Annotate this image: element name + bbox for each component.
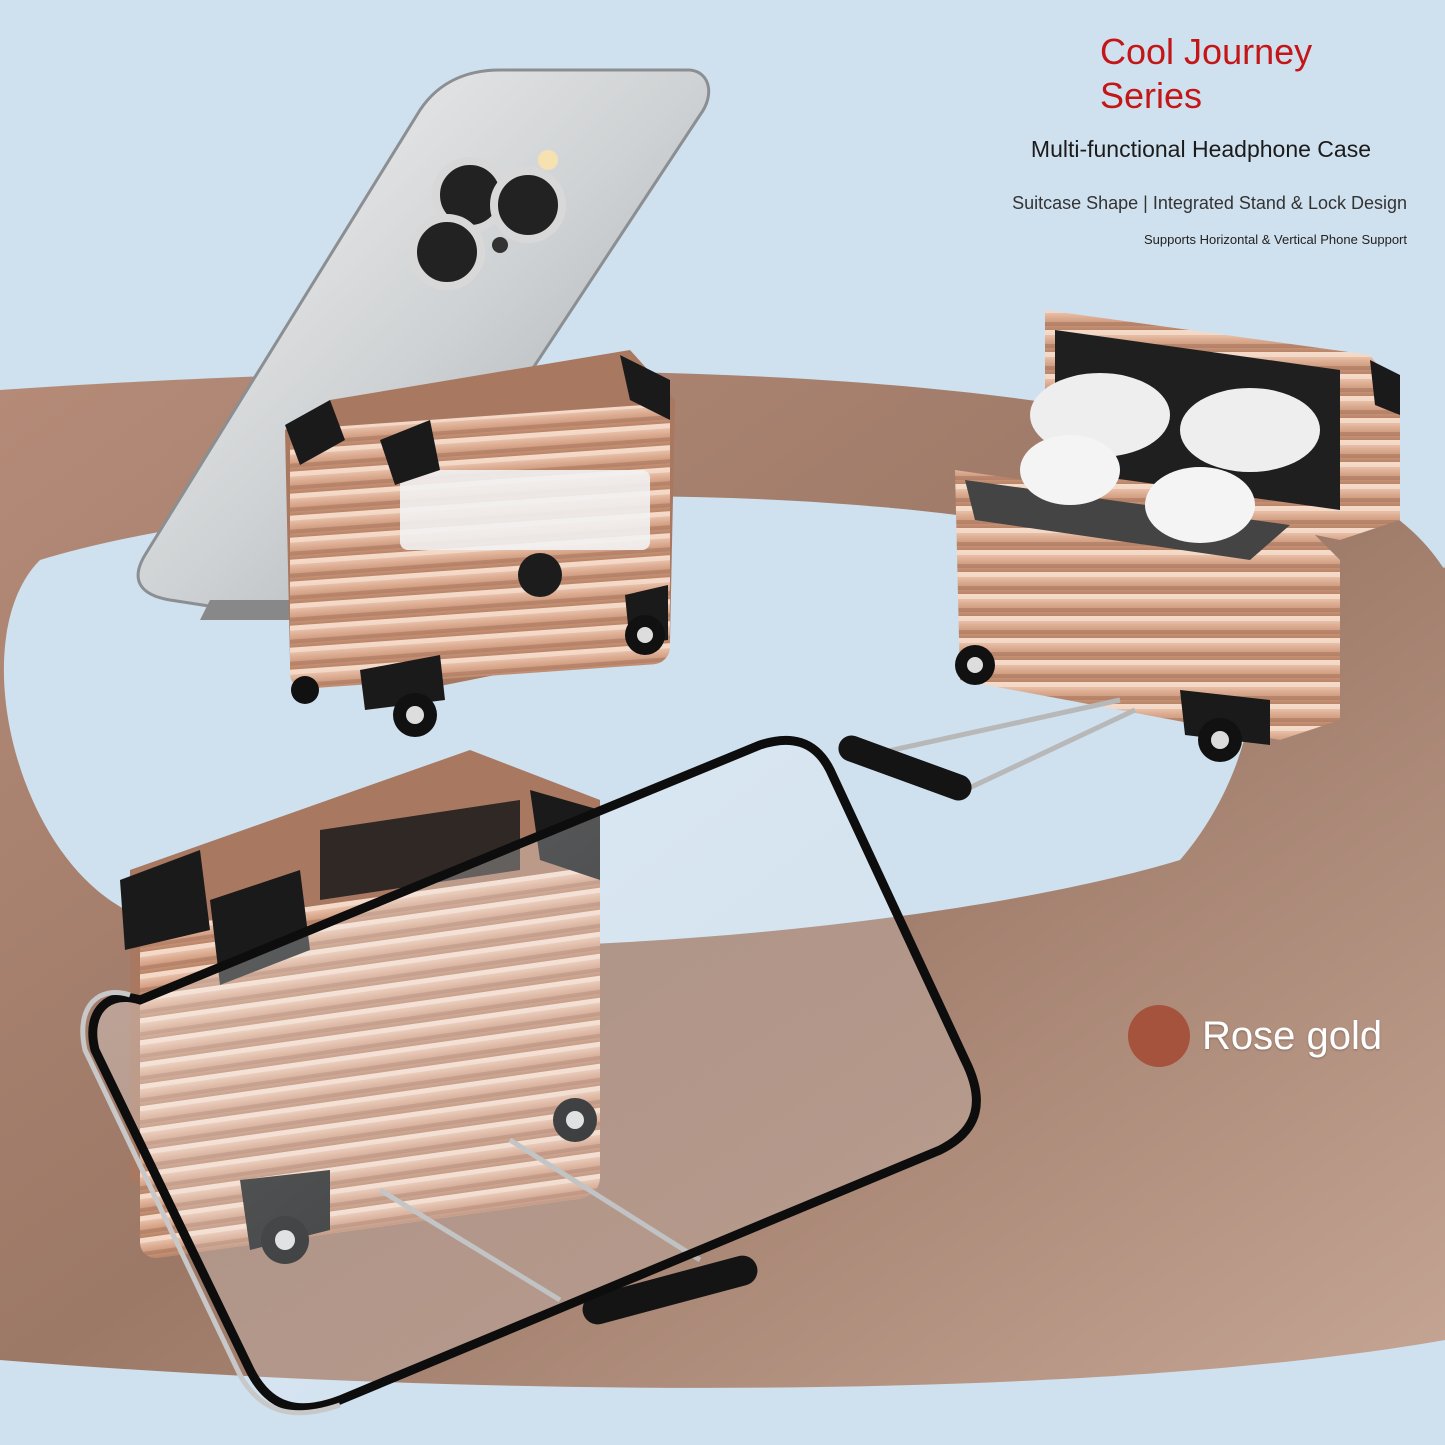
- feature-line: Suitcase Shape | Integrated Stand & Lock…: [1012, 193, 1407, 213]
- series-title-line2: Series: [1100, 75, 1203, 116]
- glass-screen: [88, 735, 981, 1413]
- color-swatch[interactable]: [1128, 1005, 1190, 1067]
- suitcase-front-view: [285, 350, 675, 737]
- color-option[interactable]: Rose gold: [1128, 1005, 1382, 1067]
- product-subtitle: Multi-functional Headphone Case: [1030, 136, 1371, 162]
- title-block: Cool Journey Series: [1100, 30, 1312, 118]
- color-label: Rose gold: [1202, 1013, 1383, 1058]
- series-title-line1: Cool Journey: [1100, 31, 1313, 72]
- support-line: Supports Horizontal & Vertical Phone Sup…: [1143, 232, 1407, 247]
- suitcase-open-view: [838, 310, 1400, 801]
